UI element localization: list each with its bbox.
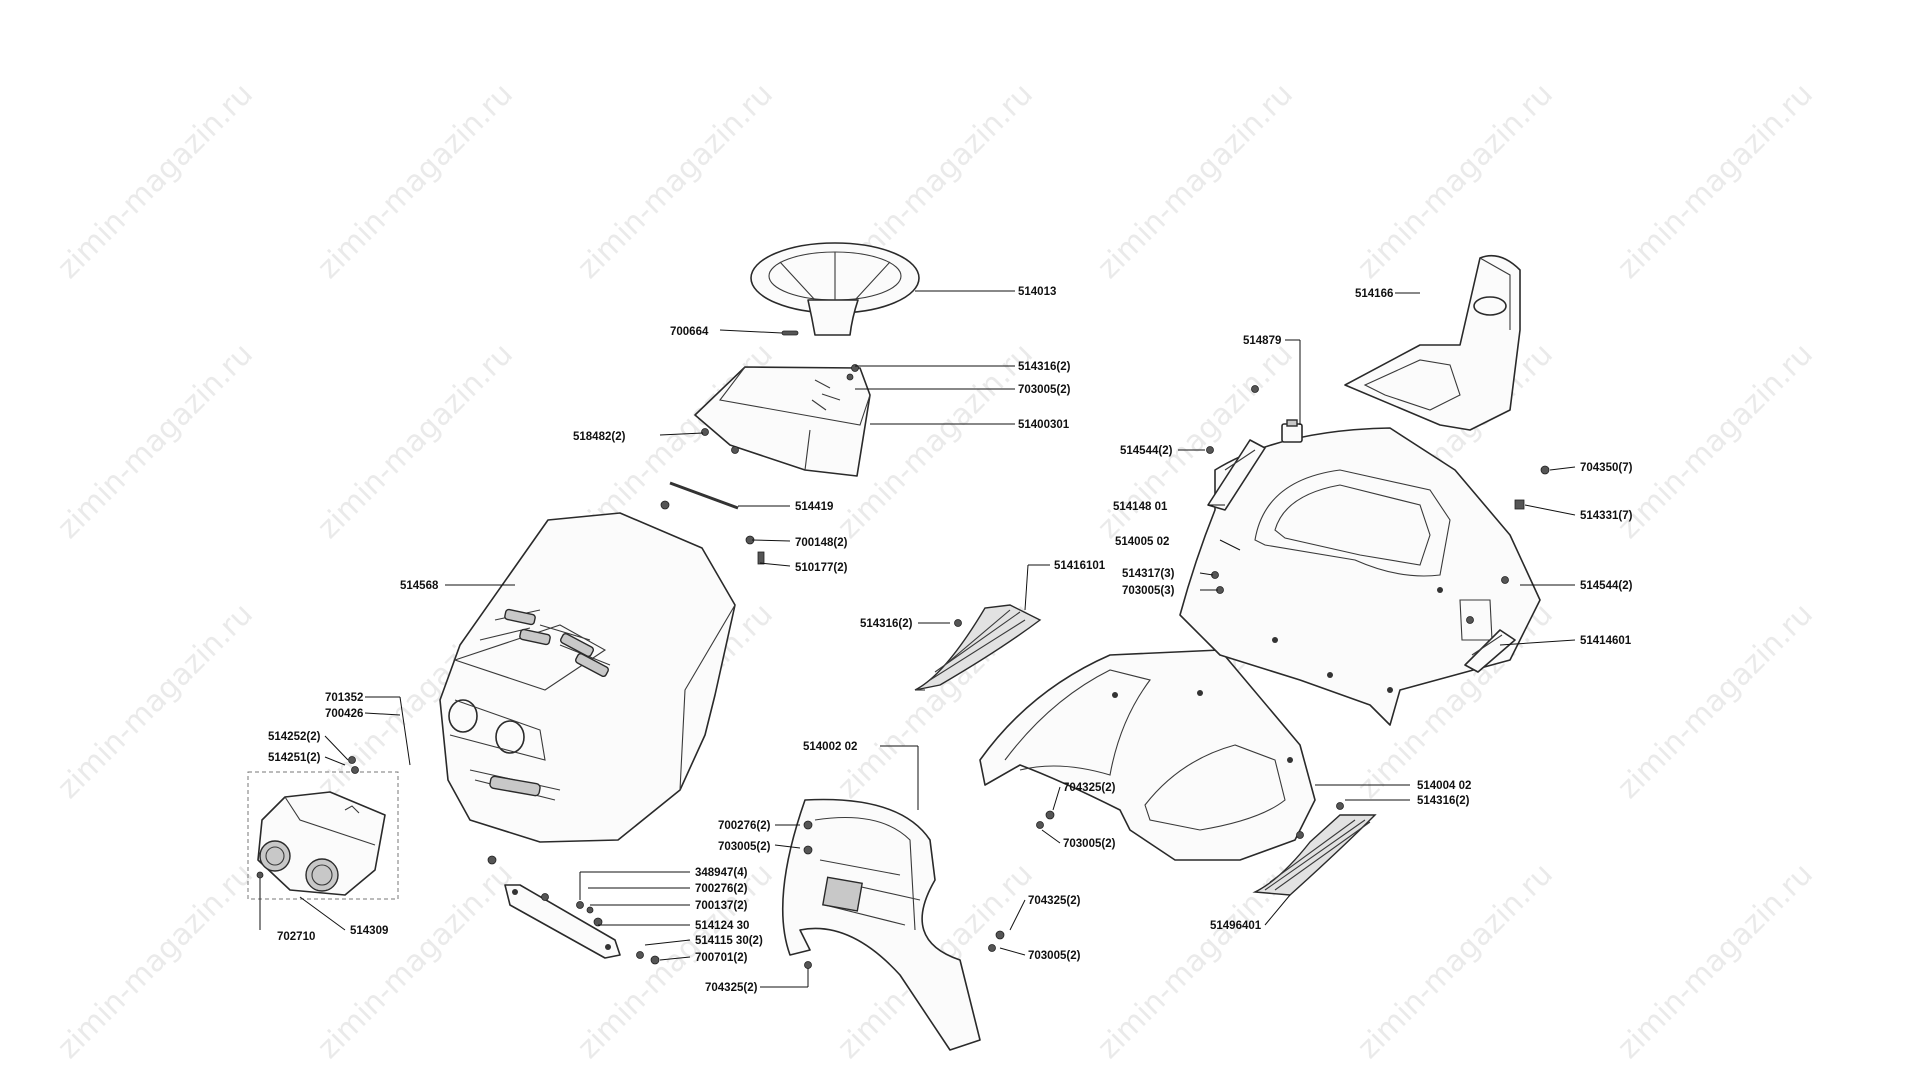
part-label: 700148(2) (795, 537, 848, 549)
watermark: zimin-magazin.ru (51, 77, 260, 286)
front-panel[interactable] (781, 798, 981, 1051)
part-label: 700701(2) (695, 952, 748, 964)
part-label: 704325(2) (1063, 782, 1116, 794)
watermark: zimin-magazin.ru (1351, 77, 1560, 286)
part-label: 704325(2) (705, 982, 758, 994)
hood[interactable] (439, 512, 736, 843)
part-label: 518482(2) (573, 431, 626, 443)
part-label: 700426 (325, 708, 363, 720)
part-label: 703005(2) (1018, 384, 1071, 396)
part-label: 700137(2) (695, 900, 748, 912)
part-label: 514148 01 (1113, 501, 1168, 513)
watermark: zimin-magazin.ru (51, 857, 260, 1066)
pin-icon (781, 330, 799, 336)
watermark: zimin-magazin.ru (51, 337, 260, 546)
dashboard-cover[interactable] (694, 366, 871, 477)
part-labels: 514013 700664 514316(2) 703005(2) 518482… (268, 286, 1633, 994)
steering-wheel[interactable] (750, 242, 920, 336)
footrest-left[interactable] (914, 604, 1042, 691)
part-label: 703005(2) (718, 841, 771, 853)
watermark: zimin-magazin.ru (311, 337, 520, 546)
part-label: 514419 (795, 501, 833, 513)
part-label: 514544(2) (1120, 445, 1173, 457)
part-label: 51400301 (1018, 419, 1070, 431)
part-label: 702710 (277, 931, 315, 943)
part-label: 514124 30 (695, 920, 749, 932)
watermark: zimin-magazin.ru (1611, 337, 1820, 546)
part-label: 514568 (400, 580, 439, 592)
part-label: 514251(2) (268, 752, 321, 764)
fasteners (256, 364, 1550, 969)
part-label: 703005(3) (1122, 585, 1175, 597)
part-label: 703005(2) (1028, 950, 1081, 962)
watermark: zimin-magazin.ru (1611, 597, 1820, 806)
watermark: zimin-magazin.ru (571, 77, 780, 286)
part-label: 514316(2) (1018, 361, 1071, 373)
part-label: 514002 02 (803, 741, 857, 753)
part-label: 514005 02 (1115, 536, 1169, 548)
part-label: 514317(3) (1122, 568, 1175, 580)
headlight-unit[interactable] (247, 771, 399, 900)
watermark-layer: zimin-magazin.ru zimin-magazin.ru zimin-… (51, 77, 1820, 1066)
watermark: zimin-magazin.ru (1611, 77, 1820, 286)
rod (669, 481, 739, 510)
part-label: 700664 (670, 326, 709, 338)
part-label: 514004 02 (1417, 780, 1471, 792)
part-label: 514309 (350, 925, 388, 937)
part-label: 514316(2) (860, 618, 913, 630)
side-cover-right[interactable] (1464, 629, 1516, 673)
side-cover[interactable] (1207, 439, 1266, 511)
seat[interactable] (1344, 254, 1521, 431)
part-label: 514879 (1243, 335, 1281, 347)
floor-pan[interactable] (979, 649, 1316, 861)
part-label: 51496401 (1210, 920, 1262, 932)
part-label: 514316(2) (1417, 795, 1470, 807)
part-label: 514166 (1355, 288, 1393, 300)
part-label: 704350(7) (1580, 462, 1633, 474)
part-label: 700276(2) (695, 883, 748, 895)
part-label: 701352 (325, 692, 363, 704)
part-label: 51416101 (1054, 560, 1106, 572)
rear-fender[interactable] (1179, 427, 1541, 726)
seat-switch[interactable] (1281, 419, 1303, 443)
leader-lines (259, 290, 1576, 988)
part-label: 514544(2) (1580, 580, 1633, 592)
mounting-bracket[interactable] (504, 884, 621, 959)
part-label: 700276(2) (718, 820, 771, 832)
watermark: zimin-magazin.ru (311, 77, 520, 286)
watermark: zimin-magazin.ru (1611, 857, 1820, 1066)
part-label: 514331(7) (1580, 510, 1633, 522)
part-label: 514115 30(2) (695, 935, 763, 947)
part-label: 348947(4) (695, 867, 748, 879)
part-label: 510177(2) (795, 562, 848, 574)
watermark: zimin-magazin.ru (51, 597, 260, 806)
part-label: 704325(2) (1028, 895, 1081, 907)
part-label: 514013 (1018, 286, 1056, 298)
footrest-right[interactable] (1252, 814, 1377, 896)
part-label: 703005(2) (1063, 838, 1116, 850)
watermark: zimin-magazin.ru (1091, 77, 1300, 286)
part-label: 514252(2) (268, 731, 321, 743)
watermark: zimin-magazin.ru (1351, 857, 1560, 1066)
part-label: 51414601 (1580, 635, 1632, 647)
